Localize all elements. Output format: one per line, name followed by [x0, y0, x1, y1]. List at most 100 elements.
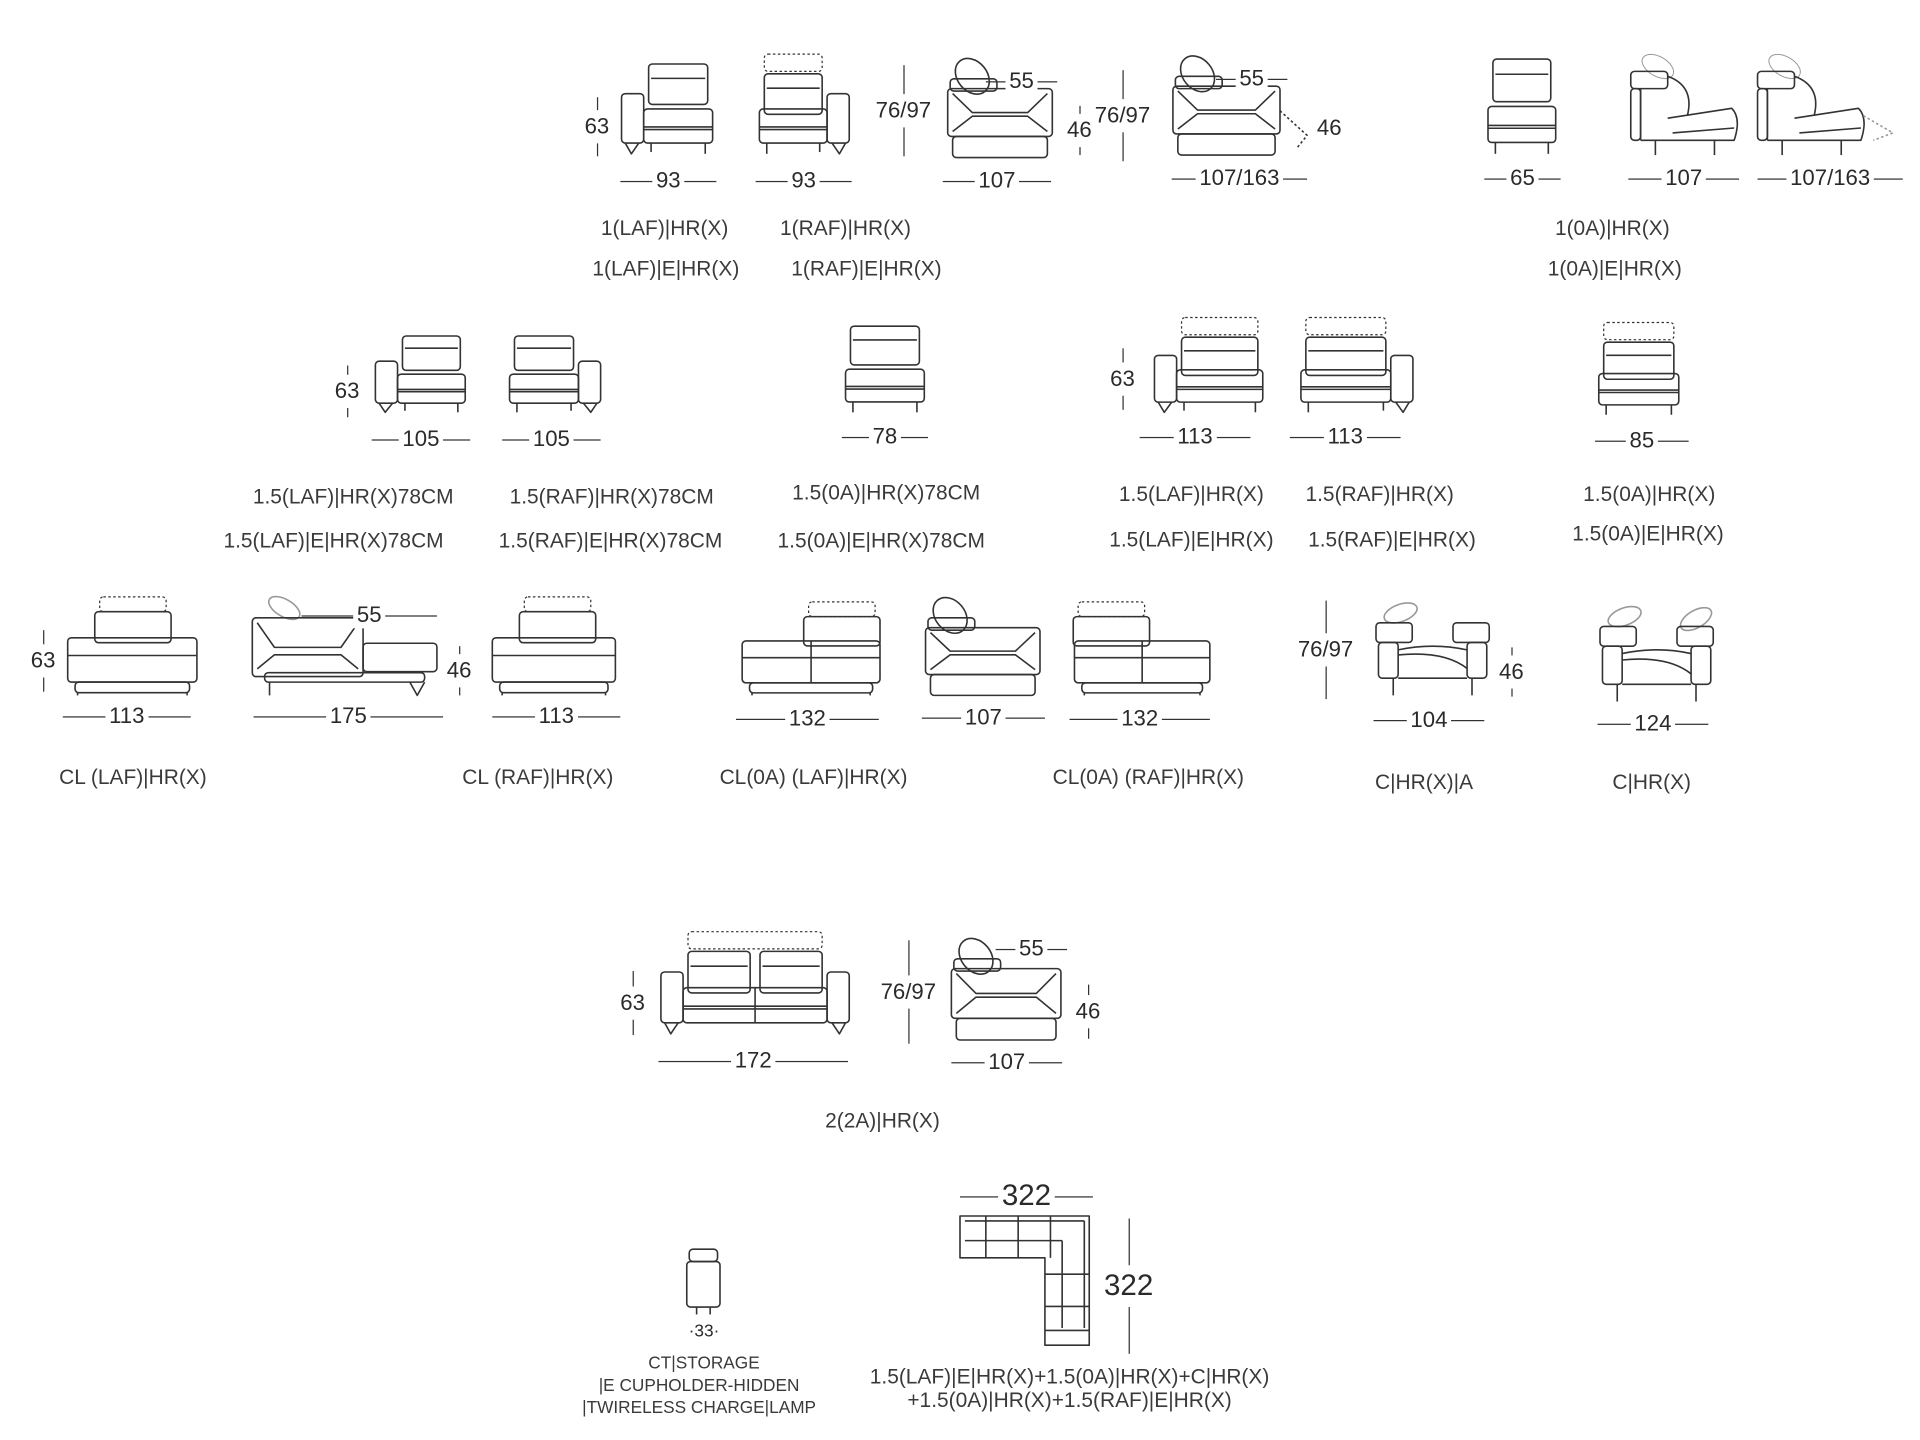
dimension-label: 172 [731, 1048, 776, 1074]
model-code-label: C|HR(X) [1612, 770, 1692, 794]
sectional-plan-view [959, 1215, 1091, 1347]
dimension-label: 78 [868, 424, 901, 450]
model-code-label: C|HR(X)|A [1374, 770, 1474, 794]
dimension-label: 93 [787, 168, 820, 194]
model-code-label: 1(LAF)|E|HR(X) [592, 257, 740, 281]
dimension-label: 93 [652, 168, 685, 194]
dimension-label: 175 [326, 703, 371, 730]
dimension-label: 107/163 [1786, 165, 1874, 192]
dimension-label: 105 [529, 426, 574, 453]
chaise-raf-front-view [491, 596, 617, 696]
model-code-label: 1.5(LAF)|E|HR(X) [1109, 528, 1274, 552]
corner-a-view [1375, 602, 1491, 696]
model-code-label: +1.5(0A)|HR(X)+1.5(RAF)|E|HR(X) [907, 1388, 1232, 1412]
dimension-label: 63 [30, 644, 56, 678]
chaise-laf-front-view [66, 596, 198, 696]
model-code-label: 1.5(0A)|E|HR(X) [1572, 521, 1724, 546]
dimension-label: 46 [1499, 655, 1524, 689]
dimension-label: 132 [785, 705, 830, 732]
model-code-label: 1.5(LAF)|HR(X) [1118, 482, 1264, 506]
chair-15-0a-78-front-view [844, 325, 926, 413]
recliner-side-view [1172, 55, 1308, 156]
dimension-label: 63 [620, 986, 645, 1020]
dimension-label: 105 [398, 426, 444, 453]
model-code-label: 1.5(0A)|HR(X) [1583, 482, 1716, 506]
model-code-label: 1.5(RAF)|E|HR(X)78CM [498, 529, 723, 553]
dimension-label: 55 [1005, 68, 1038, 95]
model-code-label: CL(0A) (LAF)|HR(X) [719, 765, 908, 789]
dimension-label: 85 [1625, 427, 1658, 454]
dimension-label: 322 [1103, 1265, 1154, 1308]
model-code-label: CT|STORAGE [648, 1352, 760, 1373]
model-code-label: 1.5(RAF)|HR(X)78CM [509, 484, 714, 509]
model-code-label: 1(RAF)|E|HR(X) [791, 257, 942, 281]
armless-profile-view [1629, 53, 1739, 156]
dimension-label: 76/97 [880, 975, 937, 1009]
two-seater-front-view [660, 931, 851, 1035]
model-code-label: 1.5(LAF)|E|HR(X)78CM [223, 529, 444, 553]
dimension-label: 76/97 [1297, 633, 1354, 667]
model-code-label: 1.5(RAF)|E|HR(X) [1308, 528, 1476, 552]
model-code-label: CL (RAF)|HR(X) [462, 765, 614, 789]
dimension-label: 63 [584, 110, 610, 144]
chair-side-view [946, 57, 1054, 159]
dimension-label: 63 [334, 374, 360, 409]
dimension-label: 107 [974, 168, 1020, 194]
dimension-label: 76/97 [1094, 99, 1151, 133]
dimension-label: ·33· [688, 1316, 720, 1345]
dimension-label: 55 [1235, 65, 1268, 92]
dimension-label: 107 [984, 1049, 1029, 1076]
model-code-label: 1(0A)|E|HR(X) [1547, 257, 1682, 281]
dimension-label: 107 [961, 704, 1006, 731]
chair-15-laf-78-front-view [374, 335, 467, 414]
corner-view [1599, 605, 1715, 702]
dimension-label: 46 [1316, 111, 1342, 145]
model-code-label: |TWIRELESS CHARGE|LAMP [582, 1396, 817, 1417]
dimension-label: 55 [1015, 936, 1048, 962]
dimension-label: 46 [446, 654, 472, 688]
chair-laf-front-view [620, 63, 714, 155]
chaise-side-view [251, 595, 438, 697]
dimension-label: 76/97 [875, 94, 932, 128]
chair-15-laf-front-view [1153, 316, 1264, 414]
dimension-label: 113 [1323, 424, 1367, 450]
armless-recliner-profile-view [1756, 53, 1894, 156]
dimension-label: 113 [105, 703, 149, 730]
dimension-label: 65 [1506, 165, 1539, 192]
console-table-view [685, 1248, 721, 1315]
model-code-label: |E CUPHOLDER-HIDDEN [598, 1374, 800, 1395]
dimension-label: 107 [1661, 165, 1706, 192]
dimension-label: 55 [353, 602, 386, 629]
model-code-label: 1.5(0A)|E|HR(X)78CM [777, 529, 985, 553]
dimension-label: 132 [1117, 705, 1162, 732]
model-code-label: 1(LAF)|HR(X) [600, 216, 729, 241]
model-code-label: 1.5(LAF)|HR(X)78CM [252, 484, 454, 509]
model-code-label: CL (LAF)|HR(X) [59, 765, 207, 789]
model-code-label: CL(0A) (RAF)|HR(X) [1052, 765, 1245, 789]
two-seater-side-view [950, 937, 1062, 1041]
model-code-label: 1(0A)|HR(X) [1554, 216, 1670, 241]
model-code-label: 1.5(LAF)|E|HR(X)+1.5(0A)|HR(X)+C|HR(X) [869, 1364, 1270, 1389]
model-code-label: 2(2A)|HR(X) [825, 1108, 940, 1133]
model-code-label: 1.5(RAF)|HR(X) [1305, 482, 1454, 506]
chair-15-raf-front-view [1300, 316, 1414, 414]
chair-raf-front-view [758, 53, 851, 155]
dimension-label: 107/163 [1195, 165, 1284, 192]
dimension-label: 46 [1075, 995, 1101, 1029]
dimension-label: 124 [1630, 710, 1676, 737]
chaise-0a-side-view [924, 596, 1041, 697]
chaise-0a-raf-front-view [1072, 601, 1211, 696]
dimension-label: 46 [1067, 113, 1092, 148]
dimension-label: 322 [998, 1179, 1055, 1214]
model-code-label: 1(RAF)|HR(X) [780, 216, 912, 241]
dimension-label: 113 [534, 703, 578, 730]
dimension-label: 63 [1110, 362, 1135, 396]
dimension-label: 104 [1406, 707, 1452, 733]
chair-15-raf-78-front-view [508, 335, 602, 414]
armless-front-view [1487, 58, 1557, 154]
dimension-label: 113 [1173, 424, 1217, 450]
chair-15-0a-front-view [1597, 321, 1680, 415]
model-code-label: 1.5(0A)|HR(X)78CM [792, 481, 981, 505]
